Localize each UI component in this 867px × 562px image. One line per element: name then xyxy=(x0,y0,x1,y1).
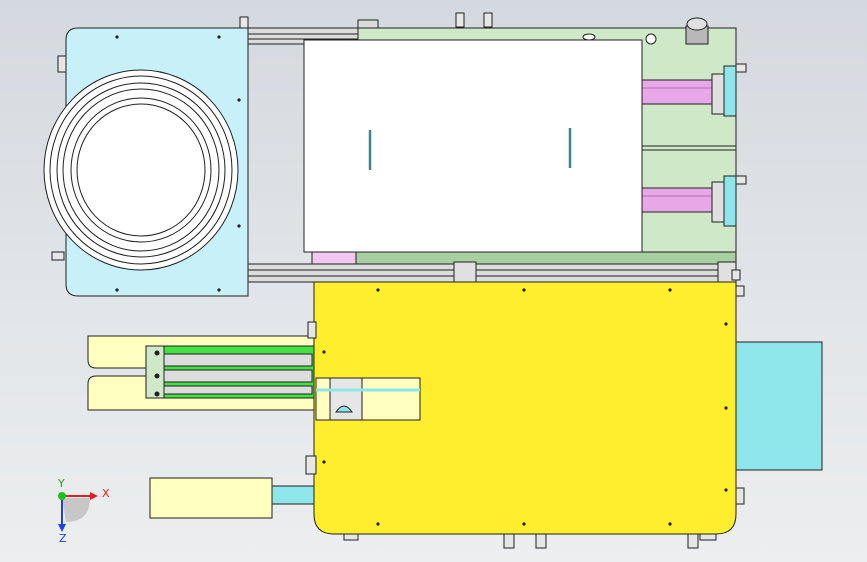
bottom-clip xyxy=(503,533,515,549)
white-plate xyxy=(303,39,643,253)
bottom-clip xyxy=(535,533,547,549)
side-clip xyxy=(735,63,747,73)
top-clip xyxy=(483,12,493,28)
z-axis-label: Z xyxy=(59,532,67,545)
bottom-clip xyxy=(687,533,699,549)
green-frame-lower-strip xyxy=(354,251,737,265)
bottom-clip xyxy=(699,533,717,541)
rail-joint xyxy=(453,261,477,285)
lower-rail xyxy=(245,263,737,283)
side-clip xyxy=(735,175,747,185)
bottom-clip xyxy=(343,533,359,541)
y-axis-label: Y xyxy=(58,477,65,490)
plate-clip xyxy=(51,251,65,261)
side-clip xyxy=(731,269,741,281)
teal-knob xyxy=(723,175,737,227)
top-clip xyxy=(455,12,465,28)
plate-clip xyxy=(57,55,67,73)
cylinder-end-block xyxy=(145,345,165,399)
yellow-clip xyxy=(305,455,317,475)
yellow-clip xyxy=(735,487,745,505)
side-clip xyxy=(735,285,745,297)
yellow-plate-screws xyxy=(322,288,728,526)
x-axis-label: X xyxy=(102,487,110,500)
top-clip xyxy=(239,16,249,30)
bowl xyxy=(43,69,239,271)
magenta-rod-upper xyxy=(639,79,717,105)
y-axis-dot xyxy=(58,492,66,500)
bottom-pale-block xyxy=(149,477,273,519)
magenta-rod-lower xyxy=(639,187,717,213)
motor-cap xyxy=(686,17,708,31)
plate-foot xyxy=(311,251,357,265)
teal-knob xyxy=(723,65,737,117)
teal-block xyxy=(735,341,823,471)
plate-screws xyxy=(115,35,241,292)
axis-triad xyxy=(58,492,98,532)
bottom-teal-rod xyxy=(271,485,315,505)
yellow-clip xyxy=(307,321,317,339)
